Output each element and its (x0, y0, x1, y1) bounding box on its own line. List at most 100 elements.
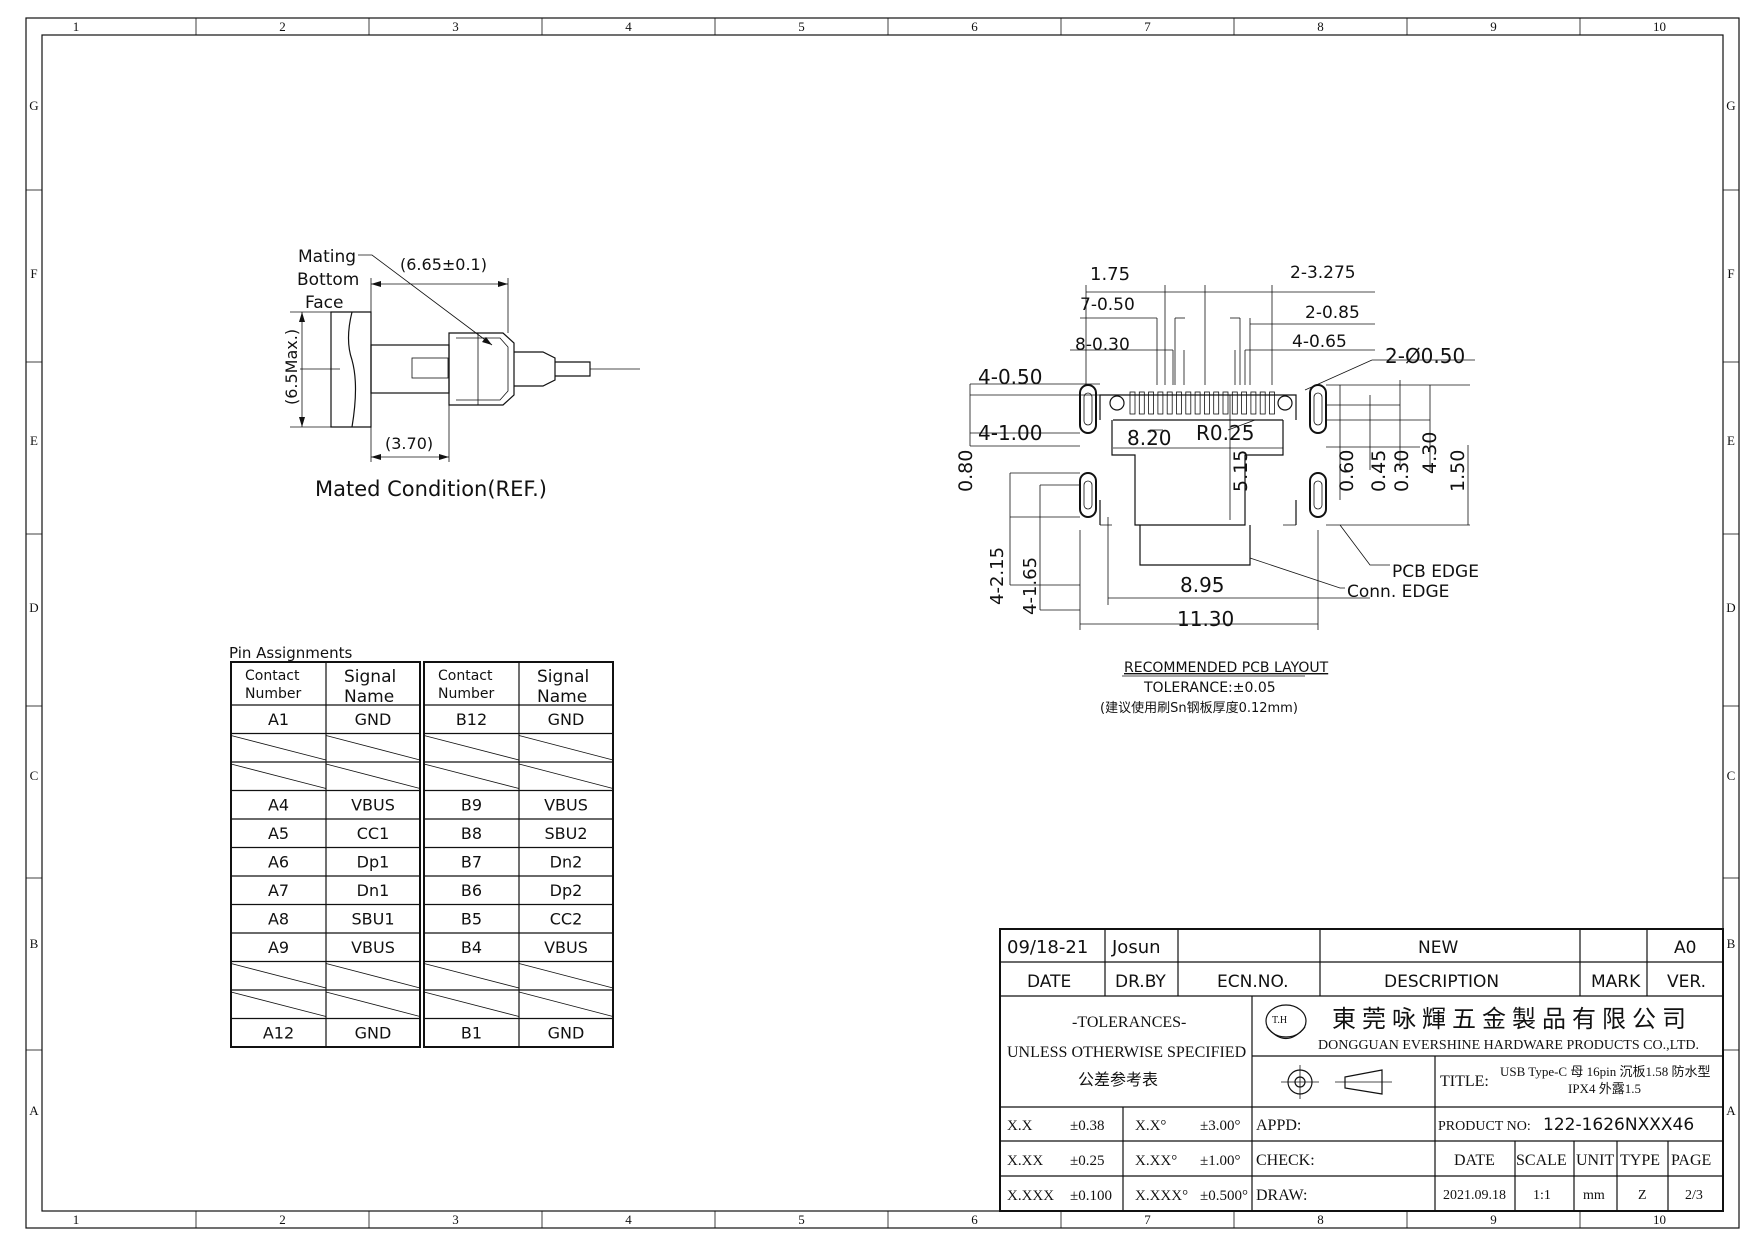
zone-col-3-bottom: 3 (452, 1212, 459, 1227)
pin-contact: B9 (461, 796, 482, 815)
pad (1185, 391, 1192, 415)
tol-angular-value: ±1.00° (1200, 1153, 1240, 1169)
rev-date: 09/18-21 (1007, 937, 1088, 958)
label-conn-edge: Conn. EDGE (1347, 582, 1449, 602)
pad (1231, 391, 1238, 415)
pin-signal: Dp1 (357, 853, 390, 872)
title-text-1: USB Type-C 母 16pin 沉板1.58 防水型 (1500, 1064, 1710, 1079)
pad-row (1129, 391, 1275, 415)
slot-holes (1079, 384, 1327, 518)
pcb-layout-view: 1.75 2-3.275 7-0.50 2-0.85 8-0.30 4-0.65… (955, 263, 1479, 716)
tolerance-cn: 公差参考表 (1078, 1070, 1158, 1089)
dim-4-1-00: 4-1.00 (978, 421, 1042, 445)
hdr-description: DESCRIPTION (1384, 972, 1499, 992)
dim-8-95: 8.95 (1180, 573, 1225, 597)
dim-0-30: 0.30 (1391, 450, 1413, 492)
pin-signal: VBUS (351, 796, 395, 815)
pin-signal: GND (548, 1024, 585, 1043)
pad (1204, 391, 1210, 415)
pin-contact: A6 (268, 853, 289, 872)
hdr2-type: TYPE (1620, 1152, 1660, 1169)
tol-linear-value: ±0.38 (1070, 1118, 1104, 1134)
tol-linear-value: ±0.100 (1070, 1188, 1112, 1204)
zone-row-C-right: C (1727, 768, 1736, 783)
zone-row-E-right: E (1727, 433, 1735, 448)
dim-0-60: 0.60 (1336, 450, 1358, 492)
title-label: TITLE: (1440, 1073, 1489, 1090)
dim-8-20: 8.20 (1127, 426, 1172, 450)
pin-contact: A8 (268, 910, 289, 929)
pad (1148, 391, 1154, 415)
zone-row-G-right: G (1726, 98, 1735, 113)
zone-col-3-top: 3 (452, 19, 459, 34)
hdr-ecn: ECN.NO. (1217, 972, 1289, 992)
pin-signal: SBU1 (351, 910, 394, 929)
zone-col-6-bottom: 6 (971, 1212, 978, 1227)
title-text-2: IPX4 外露1.5 (1568, 1081, 1641, 1096)
title-block: 09/18-21 Josun NEW A0 DATE DR.BY ECN.NO.… (999, 928, 1724, 1212)
zone-col-5-top: 5 (798, 19, 805, 34)
product-no: 122-1626NXXX46 (1543, 1115, 1694, 1135)
dim-5-15: 5.15 (1230, 450, 1252, 492)
pin-signal: CC2 (550, 910, 583, 929)
pin-signal: SBU2 (544, 824, 587, 843)
pin-contact: A12 (263, 1024, 294, 1043)
zone-col-8-bottom: 8 (1317, 1212, 1324, 1227)
pin-contact: B12 (456, 710, 487, 729)
zone-row-B-right: B (1727, 936, 1736, 951)
dim-2-3-275: 2-3.275 (1290, 263, 1356, 283)
contact-header-2: Number (438, 686, 494, 702)
dim-0-80: 0.80 (955, 450, 977, 492)
pin-signal: VBUS (544, 938, 588, 957)
pcb-tolerance: TOLERANCE:±0.05 (1143, 680, 1276, 696)
zone-col-10-top: 10 (1653, 19, 1666, 34)
dim-8-0-30: 8-0.30 (1075, 335, 1130, 355)
pad (1259, 391, 1266, 415)
hdr-mark: MARK (1591, 972, 1641, 992)
pad (1250, 391, 1257, 415)
dim-4-1-65: 4-1.65 (1020, 557, 1041, 615)
dim-2-phi-0-50: 2-Ø0.50 (1385, 344, 1465, 368)
drawing-type: Z (1638, 1188, 1647, 1203)
zone-col-5-bottom: 5 (798, 1212, 805, 1227)
signal-header-2: Name (344, 687, 394, 707)
product-no-label: PRODUCT NO: (1438, 1119, 1531, 1134)
dim-mated-length: (6.65±0.1) (400, 255, 487, 274)
pin-signal: VBUS (351, 938, 395, 957)
pin-contact: B8 (461, 824, 482, 843)
tol-linear-value: ±0.25 (1070, 1153, 1104, 1169)
dim-r0-25: R0.25 (1196, 421, 1254, 445)
tol-linear: X.XXX (1007, 1188, 1054, 1204)
zone-col-6-top: 6 (971, 19, 978, 34)
hdr-version: VER. (1667, 972, 1706, 992)
dim-1-50: 1.50 (1447, 450, 1469, 492)
dim-mated-offset: (3.70) (385, 434, 433, 453)
pcb-note: (建议使用刷Sn钢板厚度0.12mm) (1100, 700, 1298, 716)
dim-0-45: 0.45 (1368, 450, 1390, 492)
tol-angular: X.XX° (1135, 1153, 1177, 1169)
pin-contact: A1 (268, 710, 289, 729)
dim-2-0-85: 2-0.85 (1305, 303, 1360, 323)
zone-row-F-right: F (1727, 266, 1734, 281)
pad (1176, 391, 1182, 415)
zone-row-A-right: A (1726, 1103, 1736, 1118)
projection-symbol-icon (1281, 1065, 1392, 1099)
zone-col-9-top: 9 (1490, 19, 1497, 34)
pin-contact: B4 (461, 938, 482, 957)
contact-header-1: Contact (245, 668, 300, 684)
pin-signal: VBUS (544, 796, 588, 815)
company-name-cn: 東莞咏輝五金製品有限公司 (1332, 1005, 1692, 1033)
pin-table-title: Pin Assignments (229, 644, 352, 662)
label-pcb-edge: PCB EDGE (1392, 562, 1479, 582)
pad (1222, 391, 1229, 415)
mated-caption: Mated Condition(REF.) (315, 477, 547, 501)
pin-signal: CC1 (357, 824, 390, 843)
tol-angular-value: ±0.500° (1200, 1188, 1248, 1204)
pin-contact: B6 (461, 881, 482, 900)
dim-1-75: 1.75 (1090, 264, 1130, 285)
pad (1241, 391, 1247, 415)
drawing-page: 2/3 (1685, 1188, 1703, 1203)
hdr-drawn-by: DR.BY (1115, 972, 1166, 992)
